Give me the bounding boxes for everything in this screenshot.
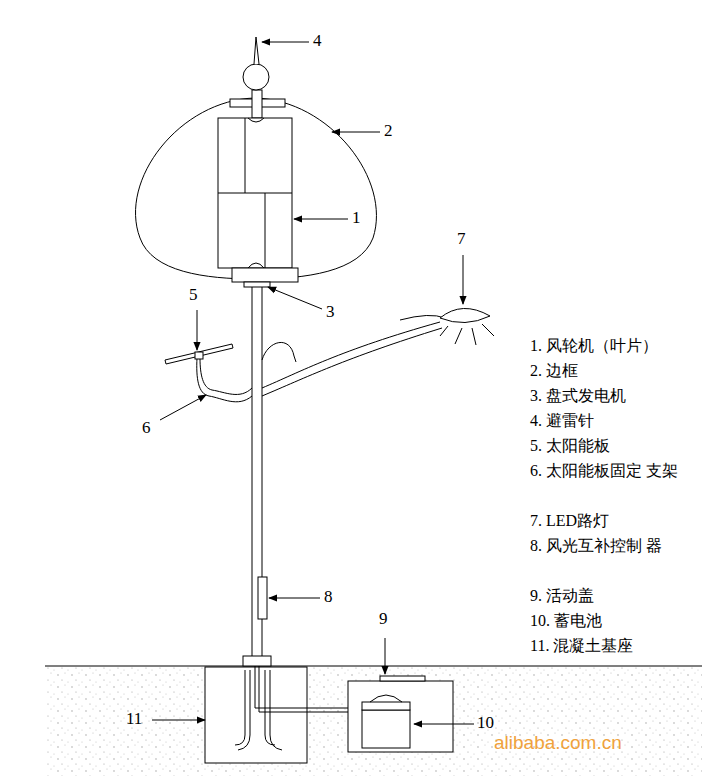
callout-number: 5: [189, 285, 198, 305]
callout-number: 3: [326, 302, 335, 322]
callout-number: 4: [313, 31, 322, 51]
part-list-item: 2. 边框: [530, 358, 680, 383]
part-list-item: 11. 混凝土基座: [530, 633, 680, 658]
callout-number: 2: [384, 121, 393, 141]
part-list-item: 7. LED路灯: [530, 508, 680, 533]
part-list-item: 10. 蓄电池: [530, 608, 680, 633]
part-list-item: 3. 盘式发电机: [530, 383, 680, 408]
callout-number: 11: [126, 709, 142, 729]
callout-number: 6: [142, 418, 151, 438]
part-list-item: 4. 避雷针: [530, 408, 680, 433]
part-list-item: 1. 风轮机（叶片）: [530, 333, 680, 358]
watermark: alibaba.com.cn: [494, 732, 622, 754]
callout-number: 7: [457, 229, 466, 249]
part-list-item: 5. 太阳能板: [530, 433, 680, 458]
callout-number: 9: [379, 609, 388, 629]
part-list-item: 6. 太阳能板固定 支架: [530, 458, 680, 483]
callout-number: 1: [352, 208, 361, 228]
callout-number: 8: [324, 587, 333, 607]
part-list-item: 9. 活动盖: [530, 583, 680, 608]
part-list-item: 8. 风光互补控制 器: [530, 533, 680, 558]
callout-number: 10: [477, 713, 494, 733]
